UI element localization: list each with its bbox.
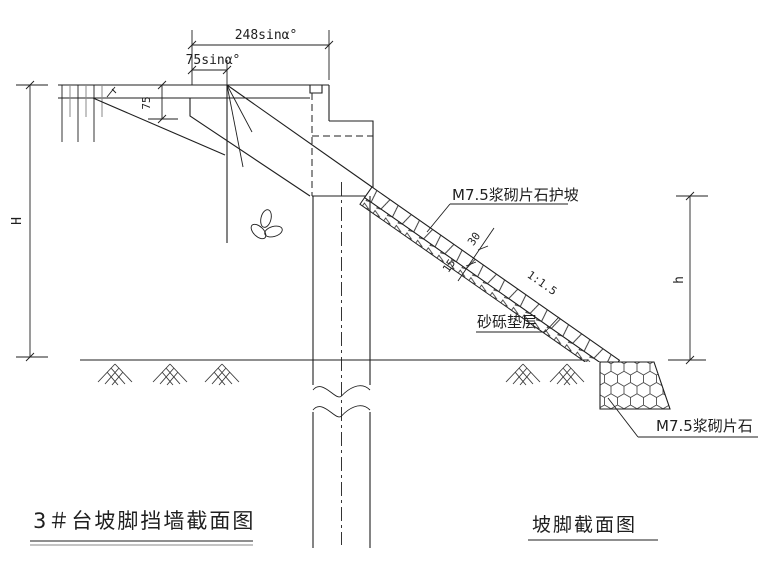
dim-H-label: H: [10, 217, 25, 225]
vegetation-symbol: [250, 209, 283, 240]
dim-248sin-label: 248sinα°: [235, 28, 298, 43]
dimension-75: 75: [140, 80, 178, 124]
dim-75sin-label: 75sinα°: [186, 53, 241, 68]
back-edge-line: [189, 98, 311, 197]
footing-block: [599, 361, 671, 410]
cone-fan-line-1: [226, 84, 244, 168]
cushion-text: 砂砾垫层: [477, 313, 537, 331]
footing-callout: M7.5浆砌片石: [607, 397, 758, 438]
wing-slope-line: [92, 97, 226, 156]
embankment-hatch: [61, 85, 103, 142]
pile: [312, 182, 371, 548]
dim-15-label: 15: [440, 257, 458, 275]
dimension-75sin: 75sinα°: [186, 53, 241, 85]
dimension-H: H: [10, 80, 48, 362]
cone-fan-line-2: [226, 84, 253, 133]
dim-30-label: 30: [465, 230, 483, 248]
slope-foot-drawing: h M7.5浆砌片石 坡脚截面图: [528, 191, 758, 541]
pedestal-outline: [312, 120, 374, 197]
slope-protection-band: [359, 186, 621, 379]
dim-h-label: h: [672, 276, 687, 284]
footing-text: M7.5浆砌片石: [656, 417, 753, 435]
slope-ratio-label: 1:1.5: [525, 268, 560, 298]
pile-break-upper: [312, 385, 371, 398]
alpha-angle-mark: [106, 86, 117, 98]
bearing-notch: [309, 85, 323, 94]
dimension-248sin: 248sinα°: [187, 28, 334, 85]
slope-protection-text: M7.5浆砌片石护坡: [452, 186, 579, 204]
right-view-title: 坡脚截面图: [532, 514, 637, 536]
pile-break-lower: [312, 405, 371, 418]
slope-protection-callout: M7.5浆砌片石护坡: [426, 186, 579, 233]
cushion-callout: 砂砾垫层: [476, 313, 560, 333]
cone-slope-line: [226, 84, 373, 188]
dimension-slope-thickness: 15 30: [440, 227, 495, 282]
left-view-title-block: 3＃台坡脚挡墙截面图: [30, 509, 255, 546]
left-view-title: 3＃台坡脚挡墙截面图: [33, 509, 255, 533]
abutment-section-drawing: H 75 248sinα° 75sinα° 15 30 1:1.5: [10, 28, 706, 548]
right-view-title-block: 坡脚截面图: [528, 514, 658, 541]
masonry-joints-pattern: [364, 187, 620, 371]
cushion-triangles-pattern: [359, 197, 612, 378]
soil-marks: [97, 363, 585, 386]
dimension-h: h: [672, 191, 708, 365]
dim-75-label: 75: [140, 96, 153, 109]
